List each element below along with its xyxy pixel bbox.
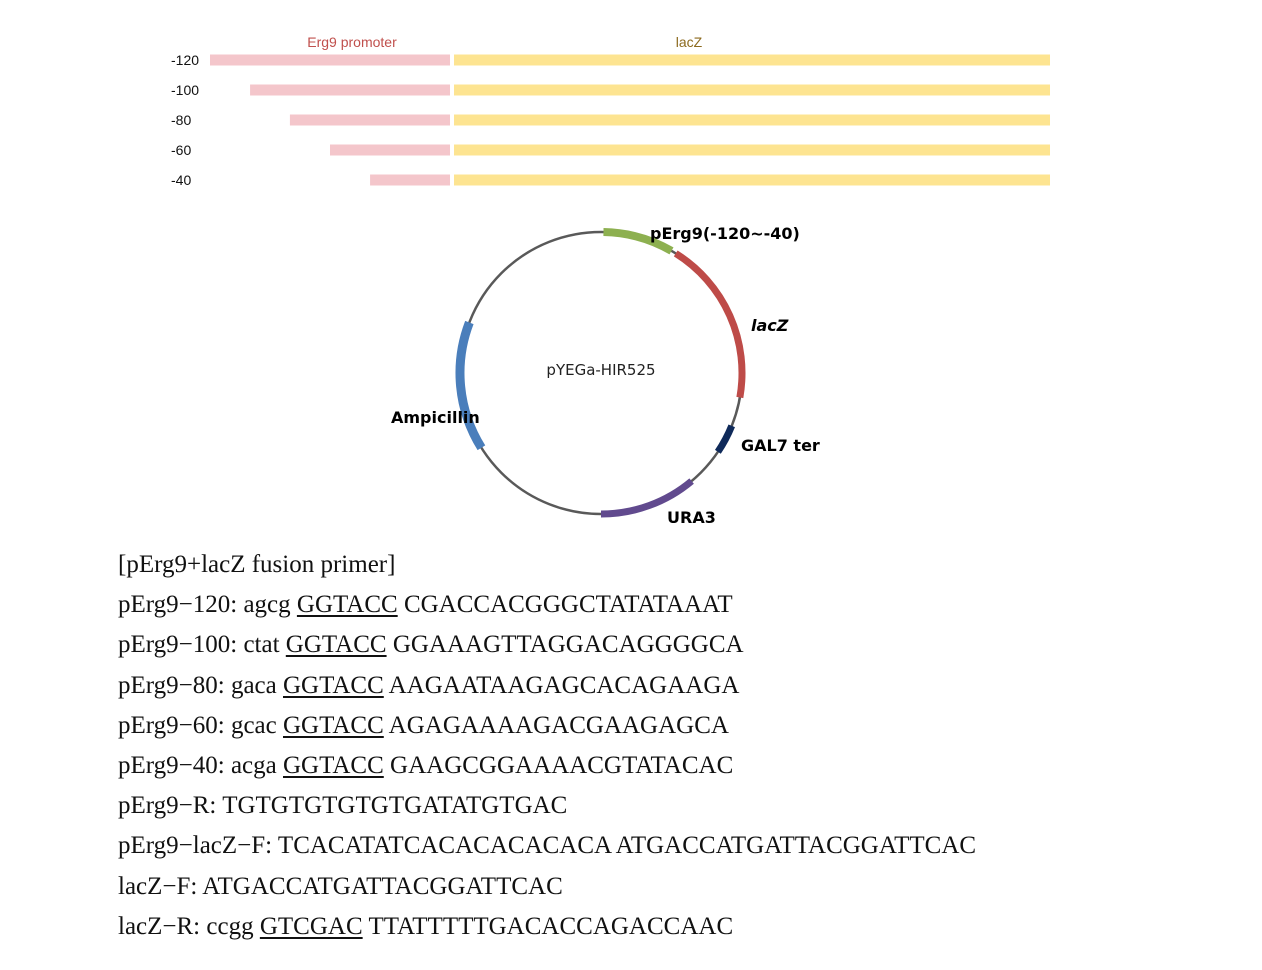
gene-header-label: lacZ	[676, 34, 703, 50]
primer-line: pErg9−R: TGTGTGTGTGTGATATGTGAC	[118, 786, 976, 826]
primer-name: pErg9−40:	[118, 751, 225, 779]
primer-list: [pErg9+lacZ fusion primer] pErg9−120: ag…	[118, 545, 976, 947]
lacz-bar	[454, 84, 1050, 96]
primer-name: lacZ−F:	[118, 872, 198, 900]
primer-sequence: TGTGTGTGTGTGATATGTGAC	[222, 792, 568, 820]
promoter-bar	[370, 174, 450, 186]
feature-label-perg9: pErg9(-120~-40)	[650, 224, 800, 243]
row-label: -40	[171, 172, 191, 188]
primer-line: pErg9−80: gaca GGTACC AAGAATAAGAGCACAGAA…	[118, 666, 976, 706]
arc-lacz	[673, 250, 746, 399]
lacz-bar	[454, 144, 1050, 156]
row-label: -60	[171, 142, 191, 158]
primer-sequence: TTATTTTTGACACCAGACCAAC	[368, 912, 734, 940]
row-label: -80	[171, 112, 191, 128]
restriction-site: GGTACC	[283, 751, 384, 779]
feature-label-ampicillin: Ampicillin	[391, 408, 480, 427]
promoter-bar	[250, 84, 450, 96]
primer-prefix: acga	[230, 751, 277, 779]
primer-sequence: GAAGCGGAAAACGTATACAC	[390, 751, 734, 779]
primer-sequence: CGACCACGGGCTATATAAAT	[403, 591, 733, 619]
lacz-bar	[454, 174, 1050, 186]
primer-line: pErg9−lacZ−F: TCACATATCACACACACACA ATGAC…	[118, 826, 976, 866]
restriction-site: GGTACC	[296, 591, 398, 619]
feature-label-lacz: lacZ	[751, 316, 789, 335]
primer-prefix: ccgg	[206, 912, 254, 940]
primer-prefix: gaca	[230, 671, 277, 699]
primer-line: lacZ−R: ccgg GTCGAC TTATTTTTGACACCAGACCA…	[118, 907, 976, 947]
primer-line: pErg9−40: acga GGTACC GAAGCGGAAAACGTATAC…	[118, 746, 976, 786]
restriction-site: GGTACC	[283, 671, 384, 699]
row-label: -120	[171, 52, 199, 68]
promoter-bar	[289, 114, 450, 126]
primer-line: pErg9−60: gcac GGTACC AGAGAAAAGACGAAGAGC…	[118, 706, 976, 746]
arc-ura3	[600, 478, 694, 518]
promoter-map: Erg9 promoter lacZ -120 -100 -80 -60 -40	[171, 34, 1050, 188]
primer-sequence: GGAAAGTTAGGACAGGGGCA	[392, 631, 744, 659]
primer-line: lacZ−F: ATGACCATGATTACGGATTCAC	[118, 867, 976, 907]
primer-prefix: agcg	[243, 591, 291, 619]
promoter-bar	[210, 54, 450, 66]
primer-name: pErg9−100:	[118, 631, 238, 659]
promoter-header-label: Erg9 promoter	[307, 34, 397, 50]
primer-list-title: [pErg9+lacZ fusion primer]	[118, 551, 396, 578]
restriction-site: GGTACC	[283, 711, 384, 739]
restriction-site: GTCGAC	[259, 912, 363, 940]
row-label: -100	[171, 82, 199, 98]
feature-label-gal7-ter: GAL7 ter	[741, 436, 820, 455]
promoter-bar	[330, 144, 450, 156]
primer-name: pErg9−60:	[118, 711, 225, 739]
primer-sequence: TCACATATCACACACACACA ATGACCATGATTACGGATT…	[277, 832, 977, 860]
primer-name: pErg9−120:	[118, 591, 238, 619]
diagram-canvas: Erg9 promoter lacZ -120 -100 -80 -60 -40 pYE…	[171, 34, 1050, 527]
arc-gal7-ter	[714, 424, 735, 454]
arc-perg9	[603, 228, 674, 255]
primer-name: pErg9−lacZ−F:	[118, 832, 273, 860]
primer-name: pErg9−80:	[118, 671, 225, 699]
plasmid-map: pYEGa-HIR525 pErg9(-120~-40) lacZ GAL7 t…	[391, 224, 820, 527]
feature-label-ura3: URA3	[667, 508, 716, 527]
primer-name: pErg9−R:	[118, 792, 217, 820]
primer-name: lacZ−R:	[118, 912, 201, 940]
plasmid-name: pYEGa-HIR525	[546, 361, 655, 379]
primer-sequence: AAGAATAAGAGCACAGAAGA	[388, 671, 740, 699]
primer-prefix: gcac	[230, 711, 277, 739]
primer-sequence: AGAGAAAAGACGAAGAGCA	[388, 711, 729, 739]
lacz-bar	[454, 54, 1050, 66]
primer-prefix: ctat	[243, 631, 280, 659]
restriction-site: GGTACC	[285, 631, 387, 659]
primer-line: pErg9−120: agcg GGTACC CGACCACGGGCTATATA…	[118, 585, 976, 625]
primer-sequence: ATGACCATGATTACGGATTCAC	[202, 872, 563, 900]
arc-ampicillin	[455, 320, 486, 451]
lacz-bar	[454, 114, 1050, 126]
primer-line: pErg9−100: ctat GGTACC GGAAAGTTAGGACAGGG…	[118, 625, 976, 665]
